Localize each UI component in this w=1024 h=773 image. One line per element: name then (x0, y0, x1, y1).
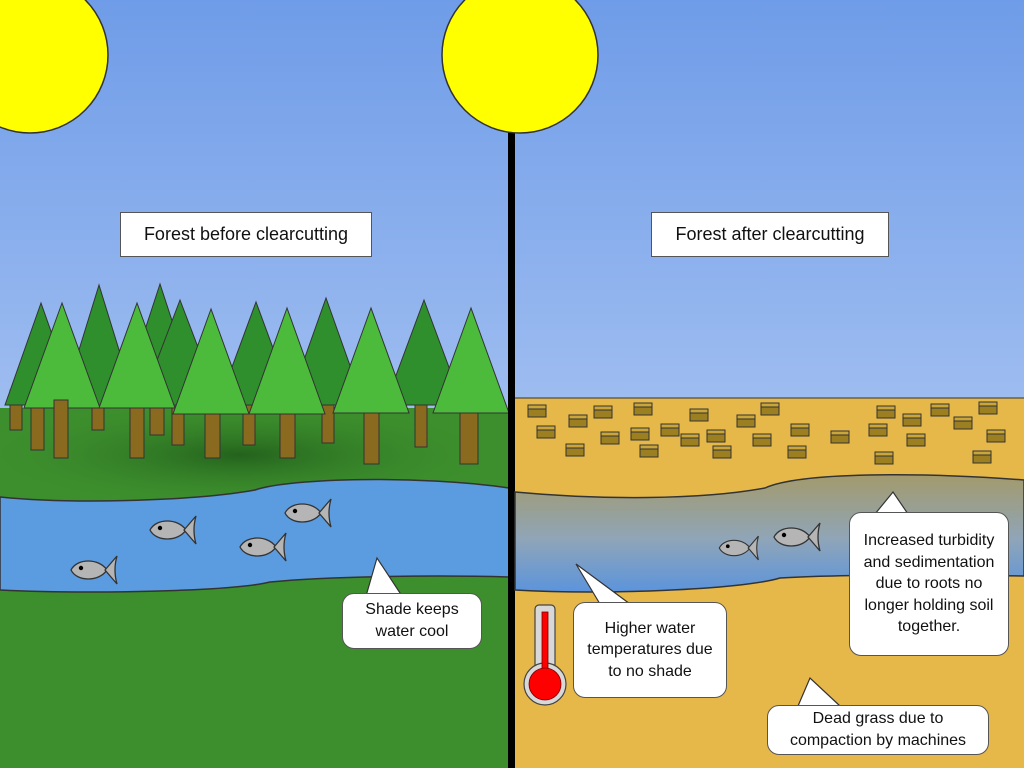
stump-icon (527, 404, 547, 418)
thermometer-icon (523, 604, 567, 706)
stump-icon (868, 423, 888, 437)
trunk (279, 409, 296, 459)
stump-icon (630, 427, 650, 441)
callout-turbidity: Increased turbidity and sedimentation du… (849, 512, 1009, 656)
trunk (459, 409, 479, 465)
stump-icon (902, 413, 922, 427)
stump-icon (536, 425, 556, 439)
tree-icon (432, 306, 510, 414)
stump-icon (689, 408, 709, 422)
stump-icon (593, 405, 613, 419)
tree-icon (172, 307, 250, 415)
callout-tail (365, 556, 403, 597)
stump-icon (876, 405, 896, 419)
stump-icon (787, 445, 807, 459)
stump-icon (568, 414, 588, 428)
stump-icon (680, 433, 700, 447)
title-after: Forest after clearcutting (651, 212, 889, 257)
stump-icon (712, 445, 732, 459)
stump-icon (706, 429, 726, 443)
stump-icon (639, 444, 659, 458)
stump-icon (986, 429, 1006, 443)
panel-divider (508, 0, 515, 768)
callout-temperature: Higher water temperatures due to no shad… (573, 602, 727, 698)
stump-icon (930, 403, 950, 417)
trunk (53, 399, 69, 459)
stump-icon (972, 450, 992, 464)
tree-icon (384, 298, 464, 406)
callout-tail (575, 563, 631, 605)
stump-icon (752, 433, 772, 447)
front-trees (23, 301, 510, 465)
stump-icon (736, 414, 756, 428)
stump-icon (760, 402, 780, 416)
title-before: Forest before clearcutting (120, 212, 372, 257)
callout-tail (797, 676, 841, 707)
stump-icon (978, 401, 998, 415)
stump-icon (874, 451, 894, 465)
tree-icon (248, 306, 326, 415)
trunk (204, 409, 221, 459)
trunk (129, 399, 145, 459)
stump-icon (660, 423, 680, 437)
callout-tail (874, 490, 909, 515)
stump-icon (565, 443, 585, 457)
stump-icon (953, 416, 973, 430)
callout-shade: Shade keeps water cool (342, 593, 482, 649)
stump-icon (790, 423, 810, 437)
tree-icon (98, 301, 176, 409)
callout-grass: Dead grass due to compaction by machines (767, 705, 989, 755)
stump-icon (830, 430, 850, 444)
stump-icon (906, 433, 926, 447)
panel-before (0, 0, 510, 768)
stump-icon (600, 431, 620, 445)
sun-icon (0, 0, 109, 134)
trunk (363, 409, 380, 465)
sun-icon (441, 0, 599, 134)
stump-icon (633, 402, 653, 416)
tree-icon (332, 306, 410, 414)
